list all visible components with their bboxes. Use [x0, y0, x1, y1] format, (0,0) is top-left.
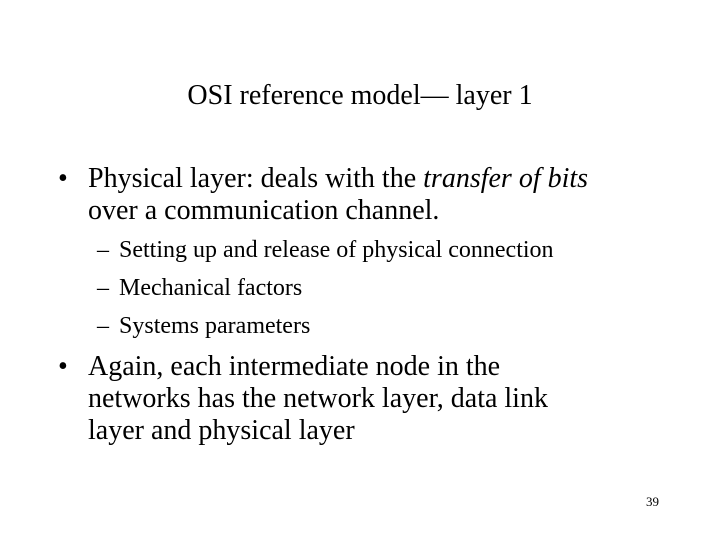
bullet-line: over a communication channel. — [88, 195, 440, 226]
sub-bullet-text: Mechanical factors — [119, 275, 303, 301]
sub-bullet-marker: – — [97, 275, 109, 301]
sub-bullet-marker: – — [97, 237, 109, 263]
bullet-intermediate-node: • Again, each intermediate node in the n… — [58, 351, 658, 447]
sub-bullet-text: Setting up and release of physical conne… — [119, 237, 554, 263]
sub-bullet-systems: –Systems parameters — [97, 308, 310, 345]
bullet-marker: • — [58, 163, 68, 194]
sub-bullet-mechanical: –Mechanical factors — [97, 270, 302, 307]
bullet-line: Physical layer: deals with the transfer … — [58, 163, 658, 195]
bullet-emphasis: transfer of bits — [423, 163, 589, 194]
sub-bullet-setting-up: –Setting up and release of physical conn… — [97, 232, 554, 269]
bullet-line: networks has the network layer, data lin… — [88, 383, 548, 414]
slide-title: OSI reference model— layer 1 — [187, 80, 533, 111]
page-number: 39 — [646, 494, 659, 509]
bullet-line: Again, each intermediate node in the — [88, 351, 501, 382]
bullet-line: layer and physical layer — [88, 415, 355, 446]
bullet-text: Physical layer: deals with the — [88, 163, 424, 194]
bullet-physical-layer: • Physical layer: deals with the transfe… — [58, 163, 658, 227]
sub-bullet-text: Systems parameters — [119, 313, 311, 339]
sub-bullet-marker: – — [97, 313, 109, 339]
bullet-marker: • — [58, 351, 68, 382]
